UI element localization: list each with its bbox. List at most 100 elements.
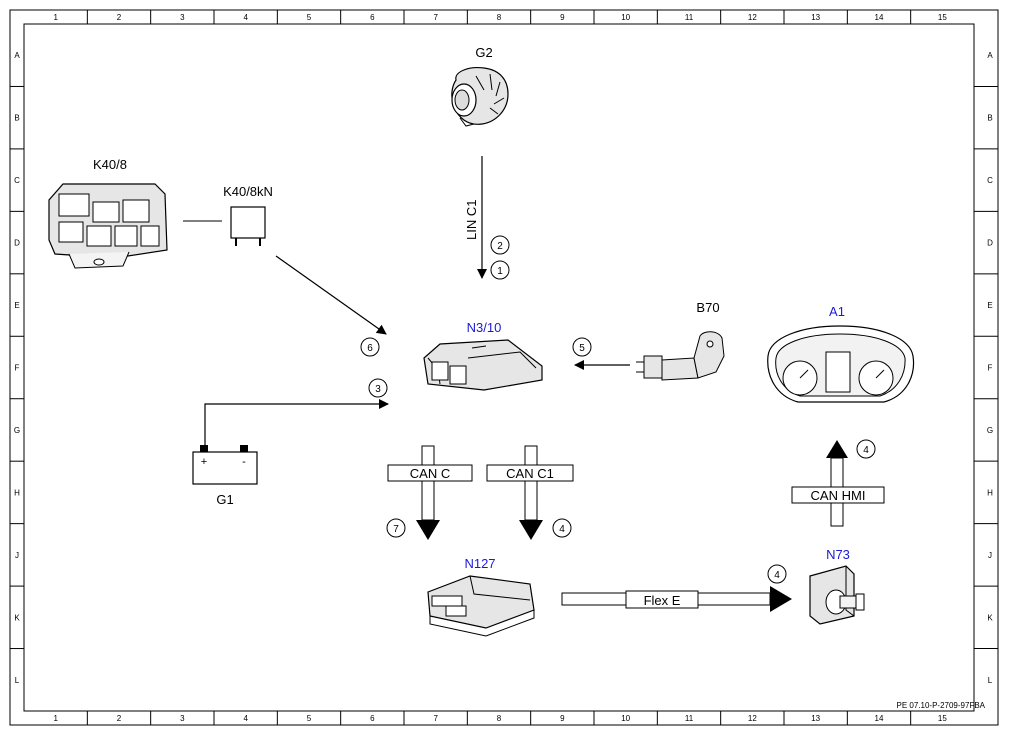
n127-powertrain-control-unit-icon xyxy=(427,575,535,637)
grid-row-label: L xyxy=(15,676,20,685)
label-n73: N73 xyxy=(826,547,850,562)
k40-8-fuse-relay-box-icon xyxy=(48,183,168,269)
label-g1: G1 xyxy=(216,492,233,507)
grid-row-label: D xyxy=(987,239,993,248)
k40-8kn-relay-icon xyxy=(230,206,266,246)
grid-column-label: 13 xyxy=(811,13,820,22)
svg-text:2: 2 xyxy=(497,241,503,252)
grid-column-label: 15 xyxy=(938,714,947,723)
can-c-bus-arrow xyxy=(387,445,473,540)
g1-to-n3-10-connection xyxy=(204,399,389,445)
grid-column-label: 4 xyxy=(243,13,248,22)
grid-column-label: 7 xyxy=(433,714,438,723)
grid-column-label: 14 xyxy=(875,714,884,723)
svg-text:4: 4 xyxy=(559,524,565,535)
grid-column-label: 11 xyxy=(685,714,694,723)
svg-text:4: 4 xyxy=(774,570,780,581)
svg-text:4: 4 xyxy=(863,445,869,456)
svg-text:6: 6 xyxy=(367,343,373,354)
grid-column-label: 15 xyxy=(938,13,947,22)
grid-column-label: 5 xyxy=(307,714,312,723)
marker-6: 6 xyxy=(360,337,380,357)
grid-row-label: B xyxy=(14,114,19,123)
label-g2: G2 xyxy=(475,45,492,60)
marker-5: 5 xyxy=(572,337,592,357)
n73-ignition-switch-icon xyxy=(809,565,865,625)
grid-row-label: E xyxy=(987,301,992,310)
grid-column-label: 5 xyxy=(307,13,312,22)
grid-column-label: 7 xyxy=(433,13,438,22)
battery-positive-label: + xyxy=(201,456,207,468)
grid-row-label: H xyxy=(987,488,993,497)
label-a1: A1 xyxy=(829,304,845,319)
label-flex-e: Flex E xyxy=(644,593,681,608)
label-can-hmi: CAN HMI xyxy=(811,488,866,503)
grid-column-label: 2 xyxy=(117,714,122,723)
svg-text:7: 7 xyxy=(393,524,399,535)
marker-4-can-c1: 4 xyxy=(552,518,572,538)
can-c1-bus-arrow xyxy=(486,445,574,540)
grid-column-label: 10 xyxy=(621,714,630,723)
drawing-reference-number: PE 07.10-P-2709-97FBA xyxy=(897,701,986,710)
grid-row-label: A xyxy=(14,51,20,60)
svg-text:1: 1 xyxy=(497,266,503,277)
grid-column-label: 10 xyxy=(621,13,630,22)
label-can-c1: CAN C1 xyxy=(506,466,554,481)
grid-column-label: 3 xyxy=(180,13,185,22)
grid-column-label: 3 xyxy=(180,714,185,723)
grid-column-label: 8 xyxy=(497,13,502,22)
grid-column-label: 6 xyxy=(370,13,375,22)
grid-row-label: D xyxy=(14,239,20,248)
can-hmi-bus-arrow xyxy=(791,440,885,527)
grid-row-label: K xyxy=(987,613,993,622)
b70-crankshaft-sensor-icon xyxy=(636,331,725,381)
a1-instrument-cluster-icon xyxy=(767,325,915,403)
grid-column-label: 11 xyxy=(685,13,694,22)
marker-1: 1 xyxy=(490,260,510,280)
label-k40-8kn: K40/8kN xyxy=(223,184,273,199)
k40-8kn-to-n3-10-connection xyxy=(275,255,387,335)
grid-column-label: 13 xyxy=(811,714,820,723)
svg-text:3: 3 xyxy=(375,384,381,395)
grid-row-label: L xyxy=(988,676,993,685)
svg-text:5: 5 xyxy=(579,343,585,354)
grid-row-label: F xyxy=(15,364,20,373)
label-can-c: CAN C xyxy=(410,466,450,481)
marker-4-flex-e: 4 xyxy=(767,564,787,584)
grid-column-label: 1 xyxy=(53,714,58,723)
grid-column-label: 4 xyxy=(243,714,248,723)
grid-column-label: 14 xyxy=(875,13,884,22)
marker-7: 7 xyxy=(386,518,406,538)
grid-column-label: 2 xyxy=(117,13,122,22)
grid-row-label: C xyxy=(987,176,993,185)
marker-4-can-hmi: 4 xyxy=(856,439,876,459)
battery-negative-label: - xyxy=(242,456,246,468)
g2-alternator-icon xyxy=(451,67,509,127)
marker-3: 3 xyxy=(368,378,388,398)
grid-row-label: J xyxy=(15,551,19,560)
grid-column-label: 9 xyxy=(560,714,565,723)
grid-column-label: 8 xyxy=(497,714,502,723)
grid-column-label: 12 xyxy=(748,13,757,22)
grid-column-label: 9 xyxy=(560,13,565,22)
grid-column-label: 1 xyxy=(53,13,58,22)
grid-row-label: F xyxy=(988,364,993,373)
grid-row-label: G xyxy=(987,426,993,435)
label-k40-8: K40/8 xyxy=(93,157,127,172)
grid-row-label: K xyxy=(14,613,20,622)
grid-row-label: J xyxy=(988,551,992,560)
grid-row-label: G xyxy=(14,426,20,435)
grid-row-label: E xyxy=(14,301,19,310)
n3-10-engine-control-unit-icon xyxy=(423,339,543,391)
label-n3-10: N3/10 xyxy=(467,320,502,335)
label-lin-c1: LIN C1 xyxy=(464,200,479,240)
flex-e-bus-arrow xyxy=(561,586,792,612)
grid-column-label: 12 xyxy=(748,714,757,723)
g1-battery-icon: + - xyxy=(192,445,258,485)
